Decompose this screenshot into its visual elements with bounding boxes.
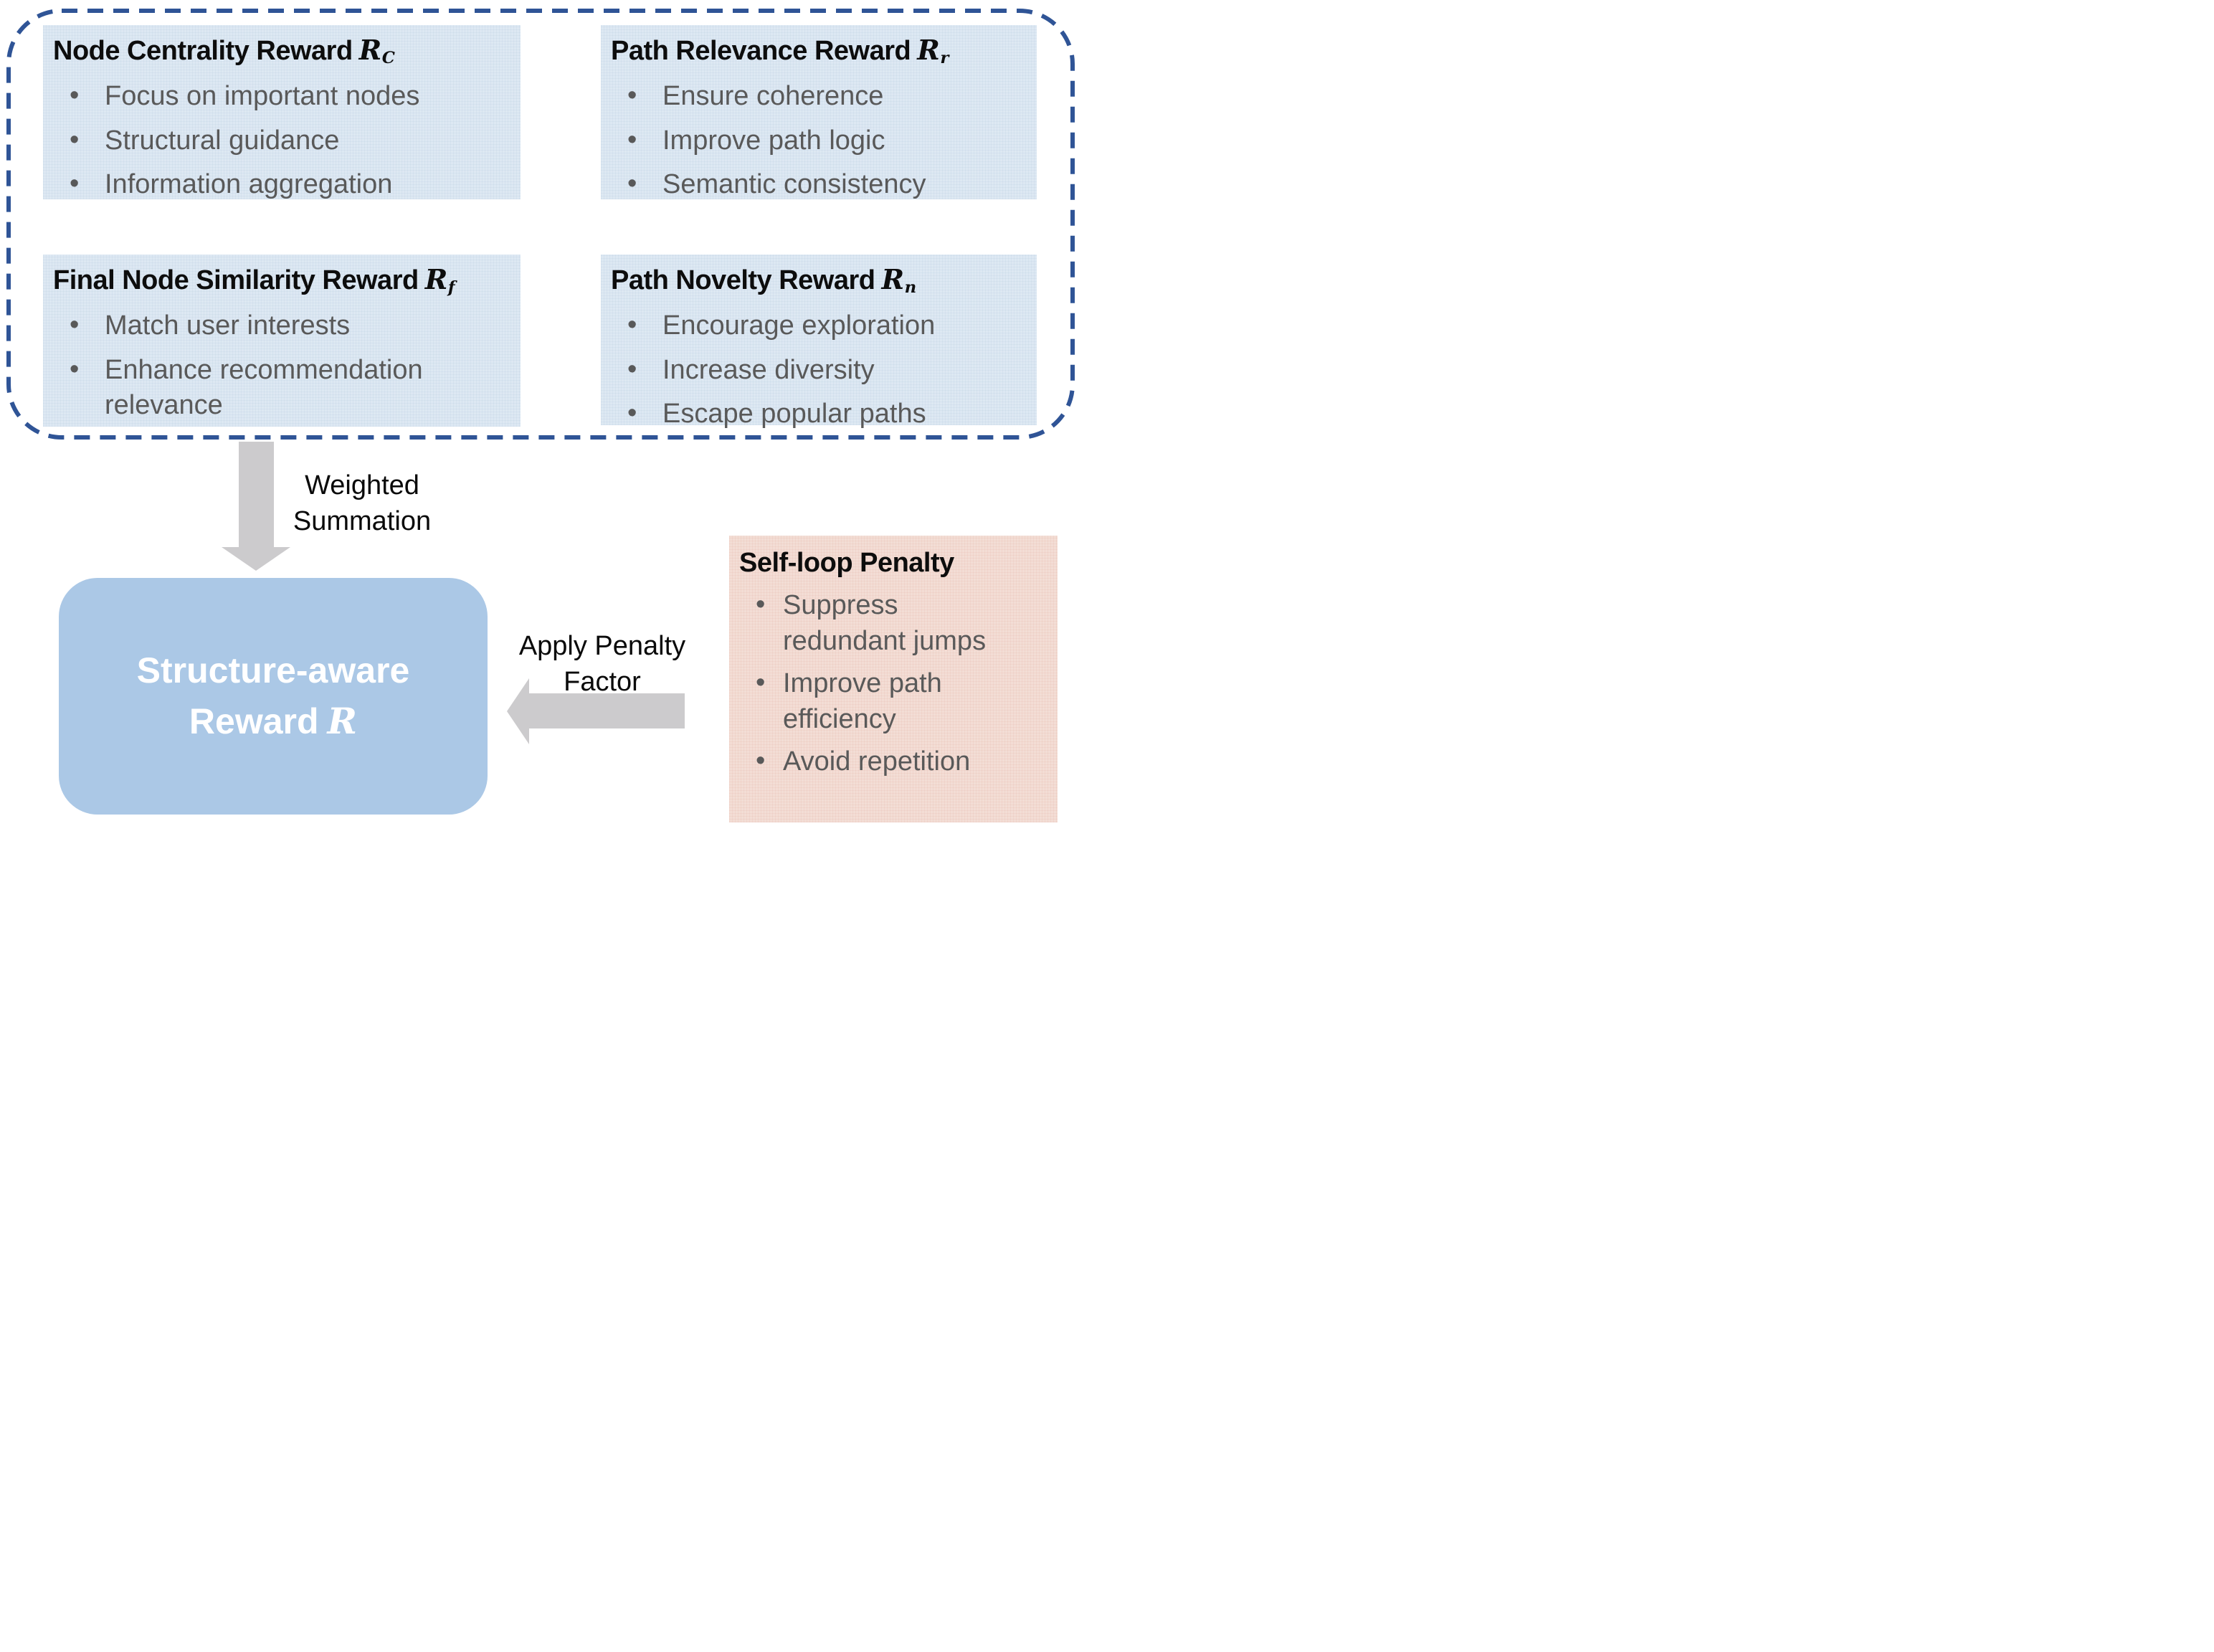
- bullet-item: Semantic consistency: [627, 166, 1027, 202]
- bullet-item: Increase diversity: [627, 352, 1027, 388]
- weighted-summation-label: Weighted Summation: [276, 467, 448, 539]
- bullet-item: Improve path logic: [627, 123, 1027, 158]
- bullet-item: Ensure coherence: [627, 78, 1027, 114]
- bullet-item: Suppress redundant jumps: [756, 587, 998, 659]
- bullet-item: Structural guidance: [70, 123, 510, 158]
- reward-symbol: R: [881, 263, 905, 295]
- path-novelty-bullet-list: Encourage exploration Increase diversity…: [611, 308, 1027, 432]
- reward-symbol-subscript: C: [381, 49, 395, 68]
- path-relevance-bullet-list: Ensure coherence Improve path logic Sema…: [611, 78, 1027, 202]
- title-text: Path Relevance Reward: [611, 36, 911, 66]
- down-arrow-icon: [222, 547, 290, 571]
- reward-symbol: R: [917, 34, 940, 66]
- reward-symbol: R: [424, 263, 448, 295]
- apply-penalty-arrow-shaft: [528, 693, 685, 728]
- self-loop-penalty-box: Self-loop Penalty Suppress redundant jum…: [729, 536, 1058, 822]
- bullet-item: Match user interests: [70, 308, 510, 343]
- apply-penalty-label-line2: Factor: [564, 667, 641, 697]
- reward-symbol-subscript: n: [904, 278, 917, 298]
- weighted-summation-arrow-shaft: [239, 442, 274, 548]
- node-centrality-bullet-list: Focus on important nodes Structural guid…: [53, 78, 510, 202]
- bullet-item: Avoid repetition: [756, 744, 998, 779]
- weighted-summation-label-line2: Summation: [293, 506, 432, 536]
- self-loop-penalty-bullet-list: Suppress redundant jumps Improve path ef…: [739, 587, 1046, 779]
- title-text: Self-loop Penalty: [739, 548, 954, 578]
- result-text: Reward: [189, 701, 319, 741]
- title-text: Node Centrality Reward: [53, 36, 353, 66]
- structure-aware-reward-line1: Structure-aware: [136, 650, 410, 690]
- self-loop-penalty-title: Self-loop Penalty: [739, 546, 1046, 581]
- final-node-similarity-bullet-list: Match user interests Enhance recommendat…: [53, 308, 510, 423]
- reward-symbol-subscript: f: [447, 278, 455, 298]
- title-text: Final Node Similarity Reward: [53, 265, 419, 295]
- reward-symbol: R: [327, 699, 358, 742]
- bullet-item: Focus on important nodes: [70, 78, 510, 114]
- title-text: Path Novelty Reward: [611, 265, 875, 295]
- apply-penalty-label-line1: Apply Penalty: [518, 631, 686, 661]
- bullet-item: Encourage exploration: [627, 308, 1027, 343]
- weighted-summation-label-line1: Weighted: [305, 470, 419, 500]
- bullet-item: Improve path efficiency: [756, 665, 998, 737]
- apply-penalty-label: Apply Penalty Factor: [498, 628, 706, 700]
- left-arrow-icon: [507, 678, 529, 744]
- bullet-item: Escape popular paths: [627, 396, 1027, 432]
- bullet-item: Enhance recommendation relevance: [70, 352, 510, 424]
- reward-symbol: R: [358, 34, 382, 66]
- bullet-item: Information aggregation: [70, 166, 510, 202]
- reward-symbol-subscript: r: [940, 49, 949, 68]
